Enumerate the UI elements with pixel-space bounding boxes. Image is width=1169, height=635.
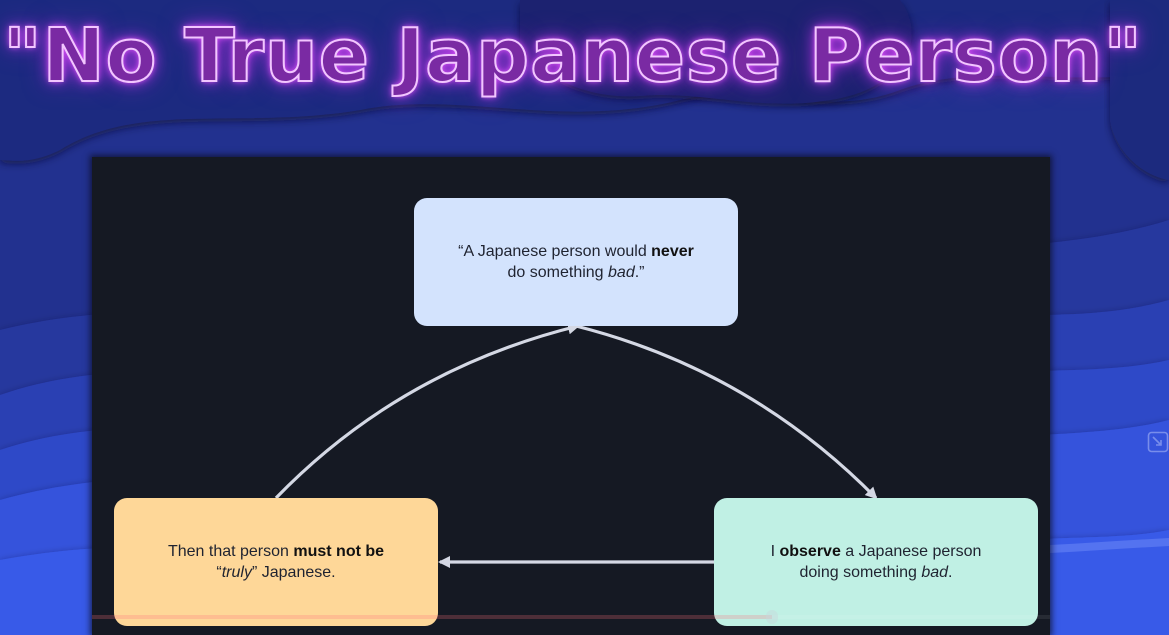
emphasis-italic: truly (221, 564, 252, 581)
emphasis-italic: bad (921, 564, 949, 581)
node-conclusion: Then that person must not be“truly” Japa… (114, 498, 438, 626)
node-text-line: I observe a Japanese person (771, 541, 982, 562)
text-run: do something (507, 264, 609, 281)
bg-stripe (1050, 538, 1169, 553)
emphasis-bold: observe (779, 543, 841, 560)
emphasis-italic: bad (608, 264, 635, 281)
text-run: doing something (799, 564, 922, 581)
text-run: Then that person (167, 543, 294, 560)
text-run: .” (634, 264, 645, 281)
text-run: . (948, 564, 953, 581)
node-conclusion-text: Then that person must not be“truly” Japa… (168, 541, 384, 583)
emphasis-bold: never (651, 243, 694, 260)
exit-fullscreen-icon[interactable] (1147, 431, 1169, 453)
node-text-line: Then that person must not be (168, 541, 384, 562)
video-progress-bar[interactable] (92, 610, 1050, 624)
text-run: a Japanese person (840, 543, 982, 560)
node-text-line: “A Japanese person would never (458, 241, 694, 262)
page-title: "No True Japanese Person" (2, 12, 1143, 100)
node-text-line: “truly” Japanese. (168, 562, 384, 583)
text-run: “A Japanese person would (458, 243, 652, 260)
text-run: I (770, 543, 780, 560)
node-text-line: do something bad.” (458, 262, 694, 283)
bg-blob (520, 0, 912, 104)
video-progress-fill (92, 615, 773, 619)
video-scrub-handle[interactable] (766, 610, 779, 624)
text-run: ” Japanese. (251, 564, 336, 581)
bg-blob (1110, 0, 1169, 180)
node-text-line: doing something bad. (771, 562, 982, 583)
text-run: “ (216, 564, 222, 581)
emphasis-bold: must not be (293, 543, 385, 560)
